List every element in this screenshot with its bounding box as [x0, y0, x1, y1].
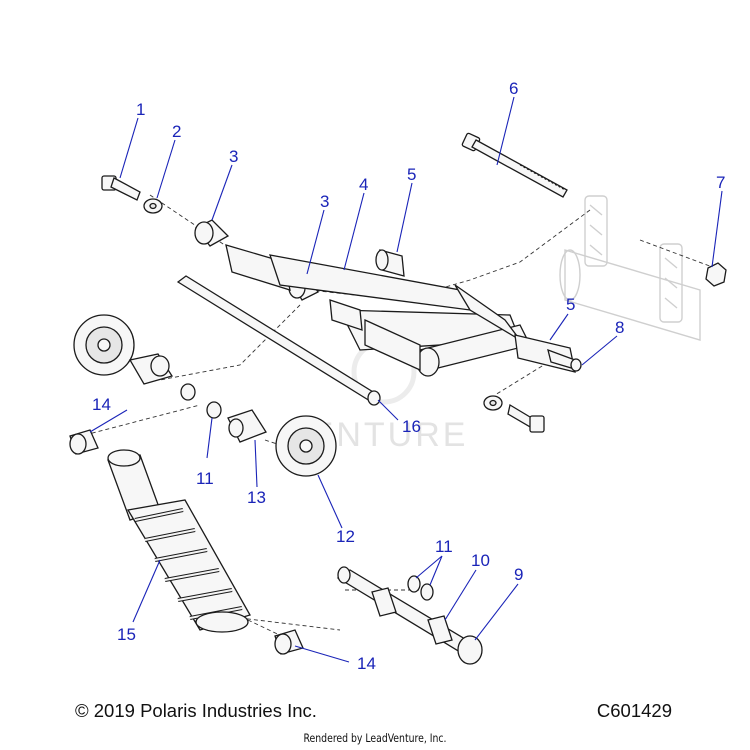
part-15-shock [107, 449, 251, 633]
callout-11a: 11 [196, 469, 214, 488]
part-14-spacer-a [69, 429, 99, 455]
part-7-nut [705, 262, 727, 287]
callout-2: 2 [172, 122, 181, 141]
part-washer-bolt-center [483, 395, 545, 433]
part-1-bolt [101, 175, 141, 201]
callout-10: 10 [471, 551, 490, 570]
callout-15: 15 [117, 625, 136, 644]
callout-12: 12 [336, 527, 355, 546]
rendered-by-text: Rendered by LeadVenture, Inc. [303, 731, 447, 745]
callout-13: 13 [247, 488, 266, 507]
part-5-bushing-a [375, 249, 405, 277]
callout-7: 7 [716, 173, 725, 192]
callout-4: 4 [359, 175, 368, 194]
callout-1: 1 [136, 100, 145, 119]
callout-3a: 3 [229, 147, 238, 166]
callout-16: 16 [402, 417, 421, 436]
part-hub-left [128, 353, 196, 401]
part-12-wheel [275, 415, 337, 477]
part-4-swing-arm [225, 244, 531, 377]
leader-lines [89, 96, 723, 663]
callout-9: 9 [514, 565, 523, 584]
part-13-hub [227, 409, 267, 443]
callout-5b: 5 [566, 295, 575, 314]
part-6-long-bolt [461, 132, 568, 198]
callout-8: 8 [615, 318, 624, 337]
diagram-code: C601429 [596, 700, 672, 721]
part-10-collar [371, 587, 453, 645]
callout-3b: 3 [320, 192, 329, 211]
part-16-rod [176, 275, 381, 406]
part-11-oring-a [206, 401, 222, 419]
callout-5a: 5 [407, 165, 416, 184]
callout-11b: 11 [435, 537, 453, 556]
part-2-washer [143, 198, 163, 214]
part-8-pivot-pin [547, 348, 582, 372]
copyright-text: © 2019 Polaris Industries Inc. [75, 700, 317, 721]
callout-6: 6 [509, 79, 518, 98]
part-14-spacer-b [274, 629, 304, 655]
part-11-oring-b [407, 575, 434, 601]
callout-14b: 14 [357, 654, 376, 673]
part-wheel-left [73, 314, 135, 376]
callouts: 1 2 3 3 4 5 6 7 5 8 14 16 11 13 12 11 10… [92, 79, 725, 673]
part-3-bushing-a [194, 219, 230, 247]
frame-bracket-ghost [559, 195, 701, 341]
callout-14a: 14 [92, 395, 111, 414]
